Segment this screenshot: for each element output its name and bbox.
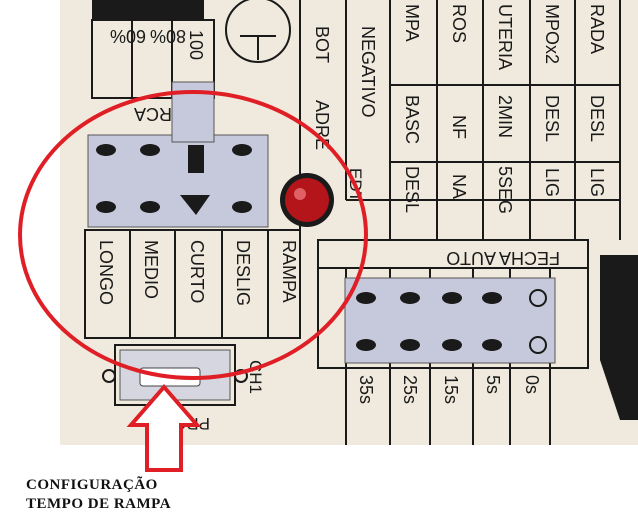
lig-label-1: LIG (542, 168, 562, 197)
uteria-label: UTERIA (495, 4, 515, 70)
component-symbol (225, 0, 291, 63)
time-jumpers (344, 277, 556, 364)
time-labels: 35s 25s 15s 5s 0s (356, 375, 542, 404)
right-connector (600, 255, 638, 420)
caption: CONFIGURAÇÃO TEMPO DE RAMPA (26, 476, 171, 514)
medio-label: MEDIO (141, 240, 161, 299)
time-25s-label: 25s (400, 375, 420, 404)
desl-label-3: DESL (402, 166, 422, 213)
bot-label: BOT (312, 26, 332, 63)
time-0s-label: 0s (522, 375, 542, 394)
caption-line-2: TEMPO DE RAMPA (26, 496, 172, 512)
top-connector (92, 0, 204, 20)
forca-60-label: 60% (110, 26, 146, 46)
5seg-label: 5SEG (495, 166, 515, 214)
fecha-auto-label: FECHA AUTO (446, 248, 560, 268)
highlight-circle (18, 90, 368, 380)
time-15s-label: 15s (441, 375, 461, 404)
forca-80-label: 80% (150, 26, 186, 46)
forca-100-label: 100 (186, 30, 206, 60)
arrow-up-icon (126, 383, 202, 472)
caption-line-1: CONFIGURAÇÃO (26, 477, 158, 493)
mpox2-label: MPOx2 (542, 4, 562, 64)
desl-label-2: DESL (587, 95, 607, 142)
rampa-jumper-block: LONGO MEDIO CURTO DESLIG RAMPA (84, 229, 301, 339)
ros-label: ROS (449, 4, 469, 43)
adre-label: ADRE (312, 100, 332, 150)
time-35s-label: 35s (356, 375, 376, 404)
time-5s-label: 5s (483, 375, 503, 394)
rampa-label: RAMPA (279, 240, 299, 303)
curto-label: CURTO (187, 240, 207, 303)
na-label: NA (449, 174, 469, 199)
mpa-label: MPA (402, 4, 422, 42)
rada-label: RADA (587, 4, 607, 54)
lig-label-2: LIG (587, 168, 607, 197)
negativo-label: NEGATIVO (358, 26, 378, 118)
led-indicator (280, 173, 334, 227)
2min-label: 2MIN (495, 95, 515, 138)
nf-label: NF (449, 115, 469, 139)
longo-label: LONGO (96, 240, 116, 305)
desl-label-1: DESL (542, 95, 562, 142)
basc-label: BASC (402, 95, 422, 144)
right-settings-grid: BOT NEGATIVO MPA ROS UTERIA MPOx2 RADA A… (299, 0, 621, 240)
deslig-label: DESLIG (233, 240, 253, 306)
